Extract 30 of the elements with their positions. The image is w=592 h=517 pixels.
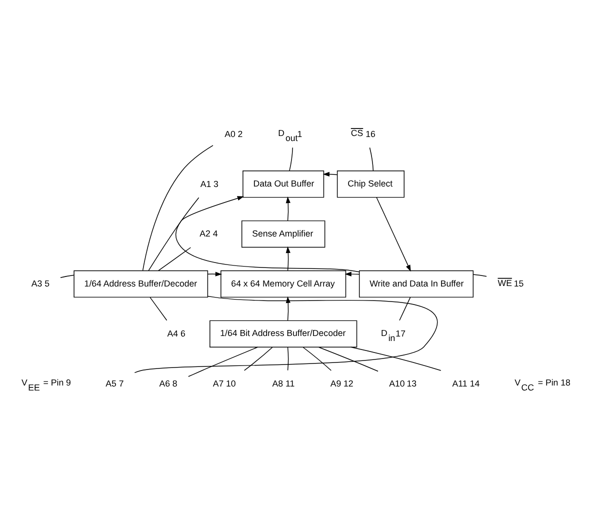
node-label: 8 — [172, 378, 178, 388]
node-text: WE — [498, 277, 512, 288]
node-text: A1 — [200, 178, 212, 188]
node-text: A0 — [224, 128, 236, 138]
node-label: 7 — [118, 378, 124, 388]
node-label: 14 — [470, 378, 480, 388]
node-label: 1 — [297, 128, 302, 138]
node-text: A2 — [200, 228, 210, 238]
node-text: A8 — [272, 378, 284, 388]
node-label: 17 — [396, 328, 406, 338]
node-text: A3 — [31, 278, 42, 288]
node-label: 16 — [366, 128, 376, 138]
node-text: A9 — [330, 378, 342, 388]
node-text: CS — [350, 128, 364, 138]
node-text: A4 — [167, 328, 178, 338]
node-label: 3 — [214, 178, 218, 188]
node-label: 2 — [238, 128, 243, 138]
node-label: 13 — [406, 378, 417, 388]
node-label: 4 — [212, 228, 218, 238]
node-label: 5 — [44, 278, 50, 288]
node-text: A11 — [452, 378, 468, 388]
node-text: A5 — [106, 378, 116, 388]
node-text: A6 — [159, 378, 170, 388]
node-text: A7 — [212, 378, 224, 388]
node-label: 11 — [286, 378, 295, 388]
node-label: 10 — [226, 378, 236, 388]
node-text: A10 — [389, 378, 405, 388]
node-label: 15 — [514, 278, 524, 288]
node-label: 12 — [344, 378, 354, 388]
node-label: 6 — [180, 328, 186, 338]
